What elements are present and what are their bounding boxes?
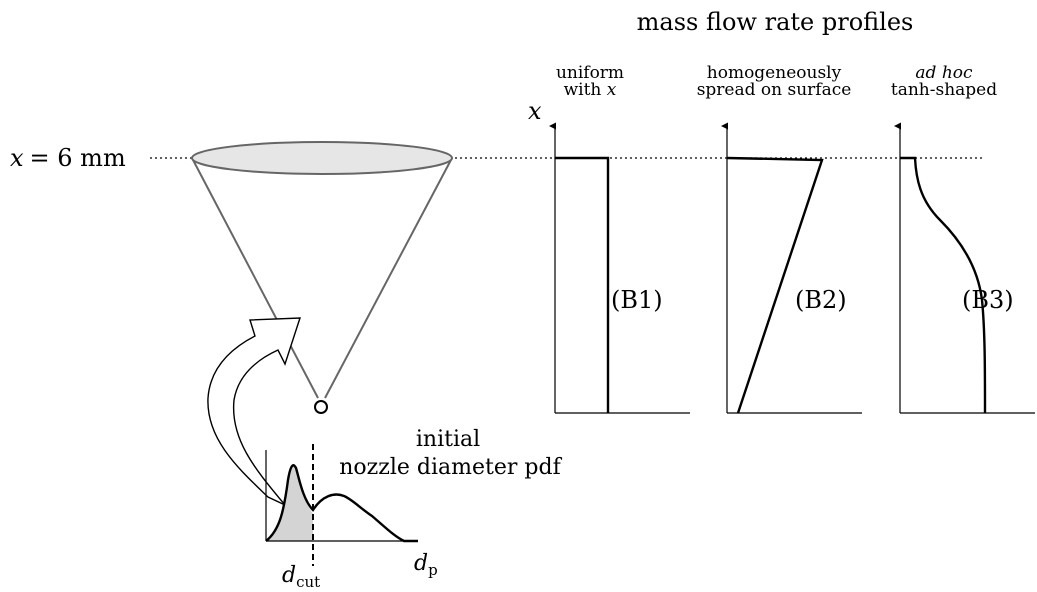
pdf-title-line2: nozzle diameter pdf [339, 455, 562, 480]
height-label: x= 6 mm [10, 144, 126, 172]
nozzle-circle [314, 400, 328, 414]
profile-b1 [549, 122, 690, 414]
b2-curve [726, 156, 824, 414]
figure-title: mass flow rate profiles [637, 8, 914, 36]
header-b2-line2: spread on surface [697, 80, 852, 100]
b1-label: (B1) [611, 286, 663, 314]
profile-axis-label: x [528, 97, 542, 125]
b3-label: (B3) [962, 286, 1014, 314]
header-b2-line1: homogeneously [707, 63, 842, 83]
header-b3-line1: ad hoc [915, 63, 973, 83]
pdf-plot [265, 444, 418, 566]
header-b3-line2: tanh-shaped [891, 80, 997, 100]
b1-curve [555, 156, 610, 413]
pdf-shaded-area [266, 465, 313, 541]
cone-side-left [191, 157, 319, 399]
spray-cone [191, 141, 453, 399]
b3-curve [900, 156, 987, 414]
profile-b3 [894, 122, 1035, 414]
pdf-title-line1: initial [416, 427, 480, 452]
b2-label: (B2) [795, 286, 847, 314]
d-p-label: dp [414, 551, 438, 579]
d-cut-label: dcut [282, 563, 320, 591]
cone-side-right [324, 157, 453, 399]
profile-b2 [721, 122, 862, 414]
header-b1-line1: uniform [556, 63, 624, 83]
header-b1-line2: with x [564, 80, 617, 100]
cone-top-ellipse [191, 141, 453, 175]
injection-arrow [207, 317, 301, 506]
